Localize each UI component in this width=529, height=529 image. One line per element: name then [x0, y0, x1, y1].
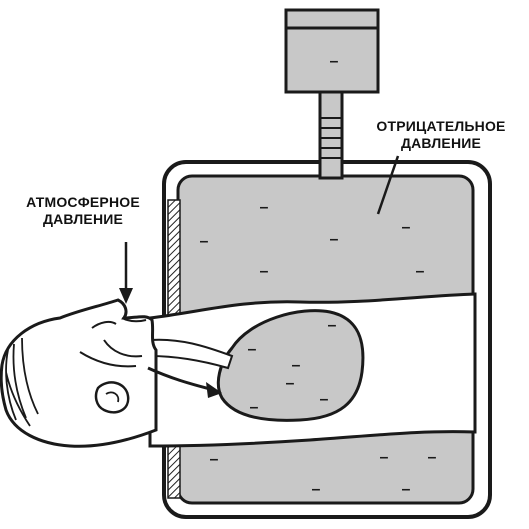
- minus-sign: –: [210, 451, 219, 468]
- minus-sign: –: [416, 263, 425, 280]
- minus-sign: –: [402, 481, 411, 498]
- atmospheric-label-line1: АТМОСФЕРНОЕ: [8, 194, 158, 211]
- minus-pump: –: [330, 53, 339, 70]
- minus-sign: –: [286, 375, 295, 392]
- patient-head: [1, 300, 156, 446]
- minus-sign: –: [292, 357, 301, 374]
- bellows-tube: [320, 92, 342, 178]
- minus-sign: –: [330, 231, 339, 248]
- neck-seal-lower: [168, 442, 180, 498]
- minus-sign: –: [328, 317, 337, 334]
- minus-sign: –: [380, 449, 389, 466]
- minus-sign: –: [200, 233, 209, 250]
- minus-sign: –: [312, 481, 321, 498]
- minus-sign: –: [250, 399, 259, 416]
- minus-sign: –: [260, 199, 269, 216]
- minus-sign: –: [402, 219, 411, 236]
- atmospheric-label-line2: ДАВЛЕНИЕ: [8, 211, 158, 228]
- negative-label-line1: ОТРИЦАТЕЛЬНОЕ: [360, 118, 522, 135]
- atmospheric-pressure-label: АТМОСФЕРНОЕ ДАВЛЕНИЕ: [8, 194, 158, 228]
- pump-box: [286, 10, 378, 92]
- minus-sign: –: [320, 391, 329, 408]
- minus-sign: –: [260, 263, 269, 280]
- minus-sign: –: [428, 449, 437, 466]
- minus-sign: –: [248, 341, 257, 358]
- negative-label-line2: ДАВЛЕНИЕ: [360, 135, 522, 152]
- negative-pressure-label: ОТРИЦАТЕЛЬНОЕ ДАВЛЕНИЕ: [360, 118, 522, 152]
